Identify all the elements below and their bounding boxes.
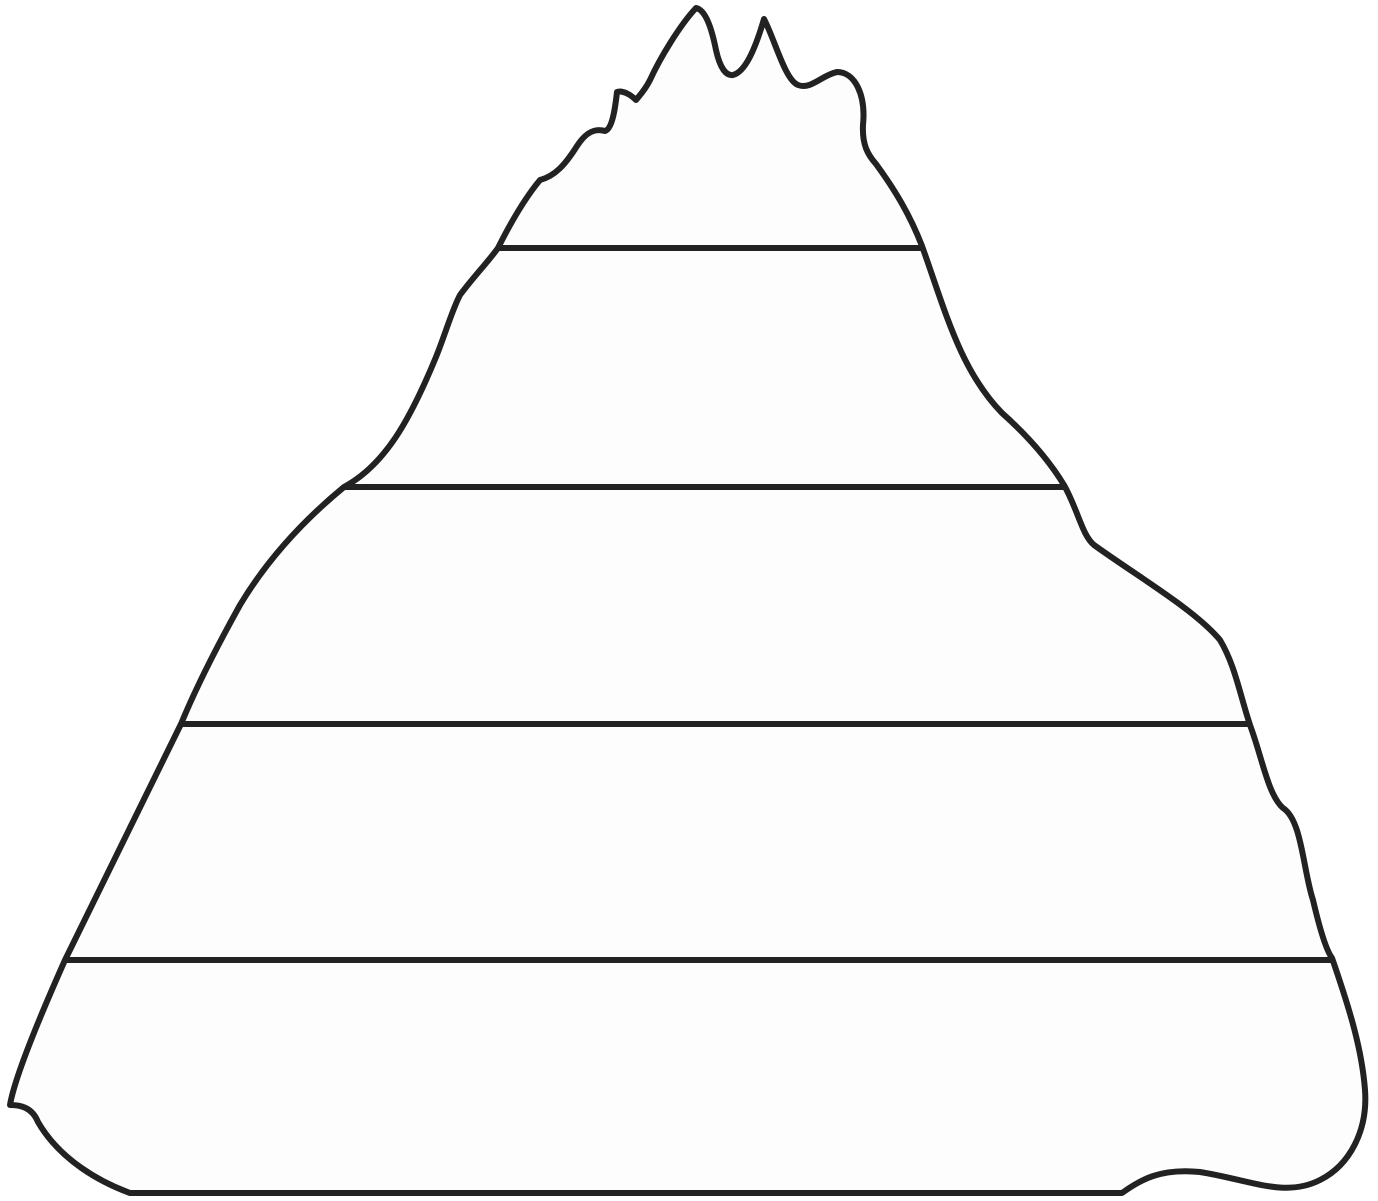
iceberg-outline [10, 8, 1365, 1193]
